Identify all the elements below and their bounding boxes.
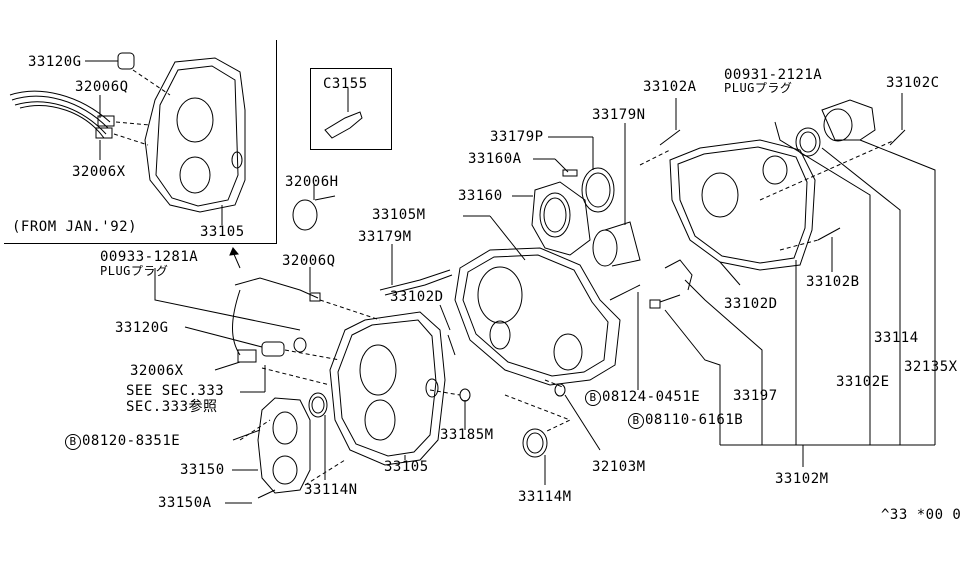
label-33179m[interactable]: 33179M [358,229,412,245]
inset-case-33105 [144,57,246,213]
label-32103m[interactable]: 32103M [592,459,646,475]
label-08120-text: 08120-8351E [82,433,181,449]
label-00933-plug: PLUGプラグ [100,264,169,278]
label-33102b[interactable]: 33102B [806,274,860,290]
label-00931-plug: PLUGプラグ [724,81,793,95]
label-33179n[interactable]: 33179N [592,107,646,123]
label-33105-inset[interactable]: 33105 [200,224,245,240]
ring-33179p-shape [581,167,615,213]
label-32006x-inset[interactable]: 32006X [72,164,126,180]
label-33185m[interactable]: 33185M [440,427,494,443]
label-00933-1281a[interactable]: 00933-1281A [100,249,199,265]
bolt-marker-b: B [628,413,644,429]
clamp-32006h [292,199,318,231]
label-08124-text: 08124-0451E [602,389,701,405]
label-08110-text: 08110-6161B [645,412,744,428]
sleeve-33179n-shape [592,221,641,267]
label-32006q-inset[interactable]: 32006Q [75,79,129,95]
label-c3155[interactable]: C3155 [323,76,368,92]
cover-33150-shape [257,397,311,494]
label-33120g-inset[interactable]: 33120G [28,54,82,70]
label-33114n[interactable]: 33114N [304,482,358,498]
bearing-33102c-shape [821,99,876,141]
label-see-sec-333[interactable]: SEE SEC.333 [126,383,225,399]
bolt-marker-b: B [65,434,81,450]
switch-32006x-shape [237,349,257,363]
label-33197[interactable]: 33197 [733,388,778,404]
case-33102m-shape [669,139,816,271]
label-32006h[interactable]: 32006H [285,174,339,190]
bolt-marker-b: B [585,390,601,406]
bracket-33197-shape [664,259,693,291]
label-33179p[interactable]: 33179P [490,129,544,145]
label-33114[interactable]: 33114 [874,330,919,346]
label-33160a[interactable]: 33160A [468,151,522,167]
label-32006x[interactable]: 32006X [130,363,184,379]
label-33102d-right[interactable]: 33102D [724,296,778,312]
label-32006q[interactable]: 32006Q [282,253,336,269]
sealant-tube [324,88,363,139]
footer-code: ^33 *00 0 [881,507,962,523]
label-33120g[interactable]: 33120G [115,320,169,336]
label-33114m[interactable]: 33114M [518,489,572,505]
label-33102d-left[interactable]: 33102D [390,289,444,305]
label-33105[interactable]: 33105 [384,459,429,475]
case-33105m-shape [454,247,621,386]
label-00931-2121a[interactable]: 00931-2121A [724,67,823,83]
adapter-33160-shape [531,181,591,256]
label-33160[interactable]: 33160 [458,188,503,204]
label-sec-333-jp: SEC.333参照 [126,399,218,415]
label-33102m[interactable]: 33102M [775,471,829,487]
label-33150[interactable]: 33150 [180,462,225,478]
label-33105m[interactable]: 33105M [372,207,426,223]
inset-harness [9,90,115,139]
bearing-shape [795,127,821,157]
seal-33114m-shape [522,428,548,458]
label-32135x[interactable]: 32135X [904,359,958,375]
inset-note: (FROM JAN.'92) [12,219,138,235]
label-33102c[interactable]: 33102C [886,75,940,91]
label-33102a[interactable]: 33102A [643,79,697,95]
case-33105-shape [329,311,446,466]
label-33102e[interactable]: 33102E [836,374,890,390]
sealant-box [310,68,392,150]
label-33150a[interactable]: 33150A [158,495,212,511]
seal-33114n-shape [308,392,328,418]
inset-box-from-jan-92 [4,40,277,244]
